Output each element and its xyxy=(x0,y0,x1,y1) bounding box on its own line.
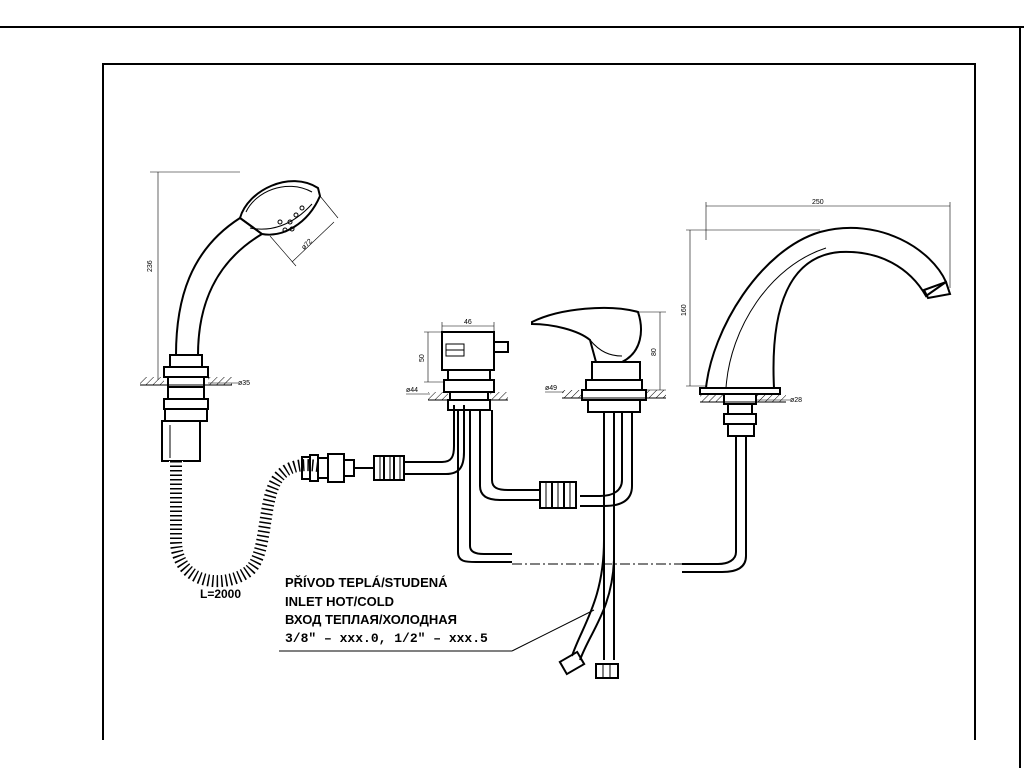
mixer-hole-dimension: ø49 xyxy=(545,385,564,393)
spout-height-label: 160 xyxy=(681,304,688,316)
spout-height-dimension: 160 xyxy=(681,229,820,387)
bath-spout xyxy=(682,226,952,573)
inlet-note-line1: PŘÍVOD TEPLÁ/STUDENÁ xyxy=(285,575,448,590)
handshower-hole-label: ø35 xyxy=(238,380,250,387)
inlet-hose-ends xyxy=(558,650,619,679)
handshower-hole-dimension: ø35 xyxy=(208,380,250,387)
spout-hole-label: ø28 xyxy=(790,397,802,404)
mixer-tap xyxy=(531,306,666,661)
mixer-height-dimension: 80 xyxy=(638,311,666,391)
hand-shower xyxy=(140,180,322,462)
handshower-height-label: 236 xyxy=(147,260,154,272)
diverter-width-dimension: 46 xyxy=(441,319,495,332)
hose-length-label: L=2000 xyxy=(200,587,241,601)
inlet-note-line2: INLET HOT/COLD xyxy=(285,594,394,609)
diverter-valve xyxy=(428,331,540,563)
drawing-frame xyxy=(102,63,976,740)
inlet-note-line4: 3/8" – xxx.0, 1/2" – xxx.5 xyxy=(285,631,488,646)
diverter-width-label: 46 xyxy=(464,319,472,326)
pipe-coupling xyxy=(539,481,577,509)
mixer-height-label: 80 xyxy=(651,348,658,356)
spout-length-dimension: 250 xyxy=(705,199,951,288)
inlet-note-line3: ВХОД ТЕПЛАЯ/ХОЛОДНАЯ xyxy=(285,612,457,627)
diverter-hole-label: ø44 xyxy=(406,387,418,394)
mixer-hole-label: ø49 xyxy=(545,385,557,392)
handshower-height-dimension: 236 xyxy=(147,171,240,380)
handshower-head-diameter-label: ø72 xyxy=(300,238,314,252)
diverter-hole-dimension: ø44 xyxy=(406,387,430,395)
inlet-note-leader xyxy=(511,609,595,652)
diverter-height-dimension: 50 xyxy=(419,331,444,383)
spout-length-label: 250 xyxy=(812,199,824,206)
flexible-hose xyxy=(169,405,465,589)
inlet-note: PŘÍVOD TEPLÁ/STUDENÁ INLET HOT/COLD ВХОД… xyxy=(279,575,595,652)
diverter-height-label: 50 xyxy=(419,354,426,362)
spout-hole-dimension: ø28 xyxy=(756,397,802,404)
